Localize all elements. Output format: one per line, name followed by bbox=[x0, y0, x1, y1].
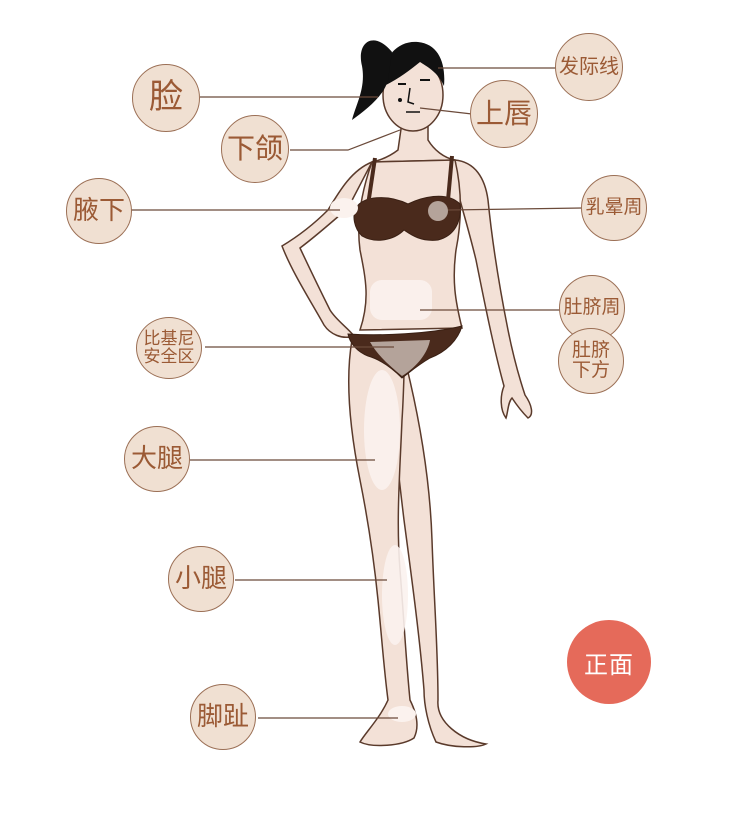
eyebrows bbox=[398, 79, 430, 85]
calf-label-text: 小腿 bbox=[174, 563, 227, 594]
below-navel-label[interactable]: 肚脐 下方 bbox=[558, 328, 624, 394]
leader-upper-lip bbox=[419, 107, 473, 115]
left-arm bbox=[281, 160, 374, 338]
leader-areola bbox=[447, 207, 583, 211]
left-leg-back bbox=[391, 358, 489, 748]
front-view-badge[interactable]: 正面 bbox=[567, 620, 651, 704]
toes-label-text: 脚趾 bbox=[196, 701, 249, 732]
thigh-label-text: 大腿 bbox=[130, 443, 183, 474]
navel-label[interactable]: 肚脐周 bbox=[559, 275, 625, 341]
jaw-label-text: 下颌 bbox=[226, 133, 283, 165]
upper-lip-label[interactable]: 上唇 bbox=[470, 80, 538, 148]
navel-zone bbox=[370, 280, 432, 320]
areola-label-text: 乳晕周 bbox=[585, 197, 643, 219]
jaw-label[interactable]: 下颌 bbox=[221, 115, 289, 183]
hairline-label-text: 发际线 bbox=[559, 55, 619, 78]
navel-label-text: 肚脐周 bbox=[563, 297, 621, 319]
bra-strap-right bbox=[446, 155, 454, 201]
underarm-label[interactable]: 腋下 bbox=[66, 178, 132, 244]
leader-lines bbox=[130, 67, 583, 719]
thigh-label[interactable]: 大腿 bbox=[124, 426, 190, 492]
bikini-label-text: 比基尼 安全区 bbox=[143, 329, 195, 366]
toe-zone bbox=[388, 706, 416, 722]
upper-lip-label-text: 上唇 bbox=[475, 98, 532, 130]
calf-label[interactable]: 小腿 bbox=[168, 546, 234, 612]
hair bbox=[383, 41, 445, 86]
underarm-label-text: 腋下 bbox=[72, 195, 125, 226]
bikini-label[interactable]: 比基尼 安全区 bbox=[136, 317, 202, 379]
right-arm bbox=[454, 159, 533, 420]
below-navel-label-text: 肚脐 下方 bbox=[571, 340, 610, 381]
nose bbox=[407, 87, 415, 105]
face-label[interactable]: 脸 bbox=[132, 64, 200, 132]
ponytail bbox=[352, 40, 392, 120]
bikini-safe-zone bbox=[370, 340, 430, 376]
cheek bbox=[398, 98, 402, 102]
bra-strap-left bbox=[366, 157, 377, 206]
face-label-text: 脸 bbox=[149, 78, 183, 117]
toes-label[interactable]: 脚趾 bbox=[190, 684, 256, 750]
calf-zone bbox=[382, 545, 408, 645]
thigh-zone bbox=[364, 370, 400, 490]
front-view-label: 正面 bbox=[584, 651, 634, 679]
areola-label[interactable]: 乳晕周 bbox=[581, 175, 647, 241]
hairline-label[interactable]: 发际线 bbox=[555, 33, 623, 101]
areola-zone bbox=[428, 201, 448, 221]
underarm-zone bbox=[330, 198, 358, 218]
leader-jaw bbox=[290, 129, 401, 151]
